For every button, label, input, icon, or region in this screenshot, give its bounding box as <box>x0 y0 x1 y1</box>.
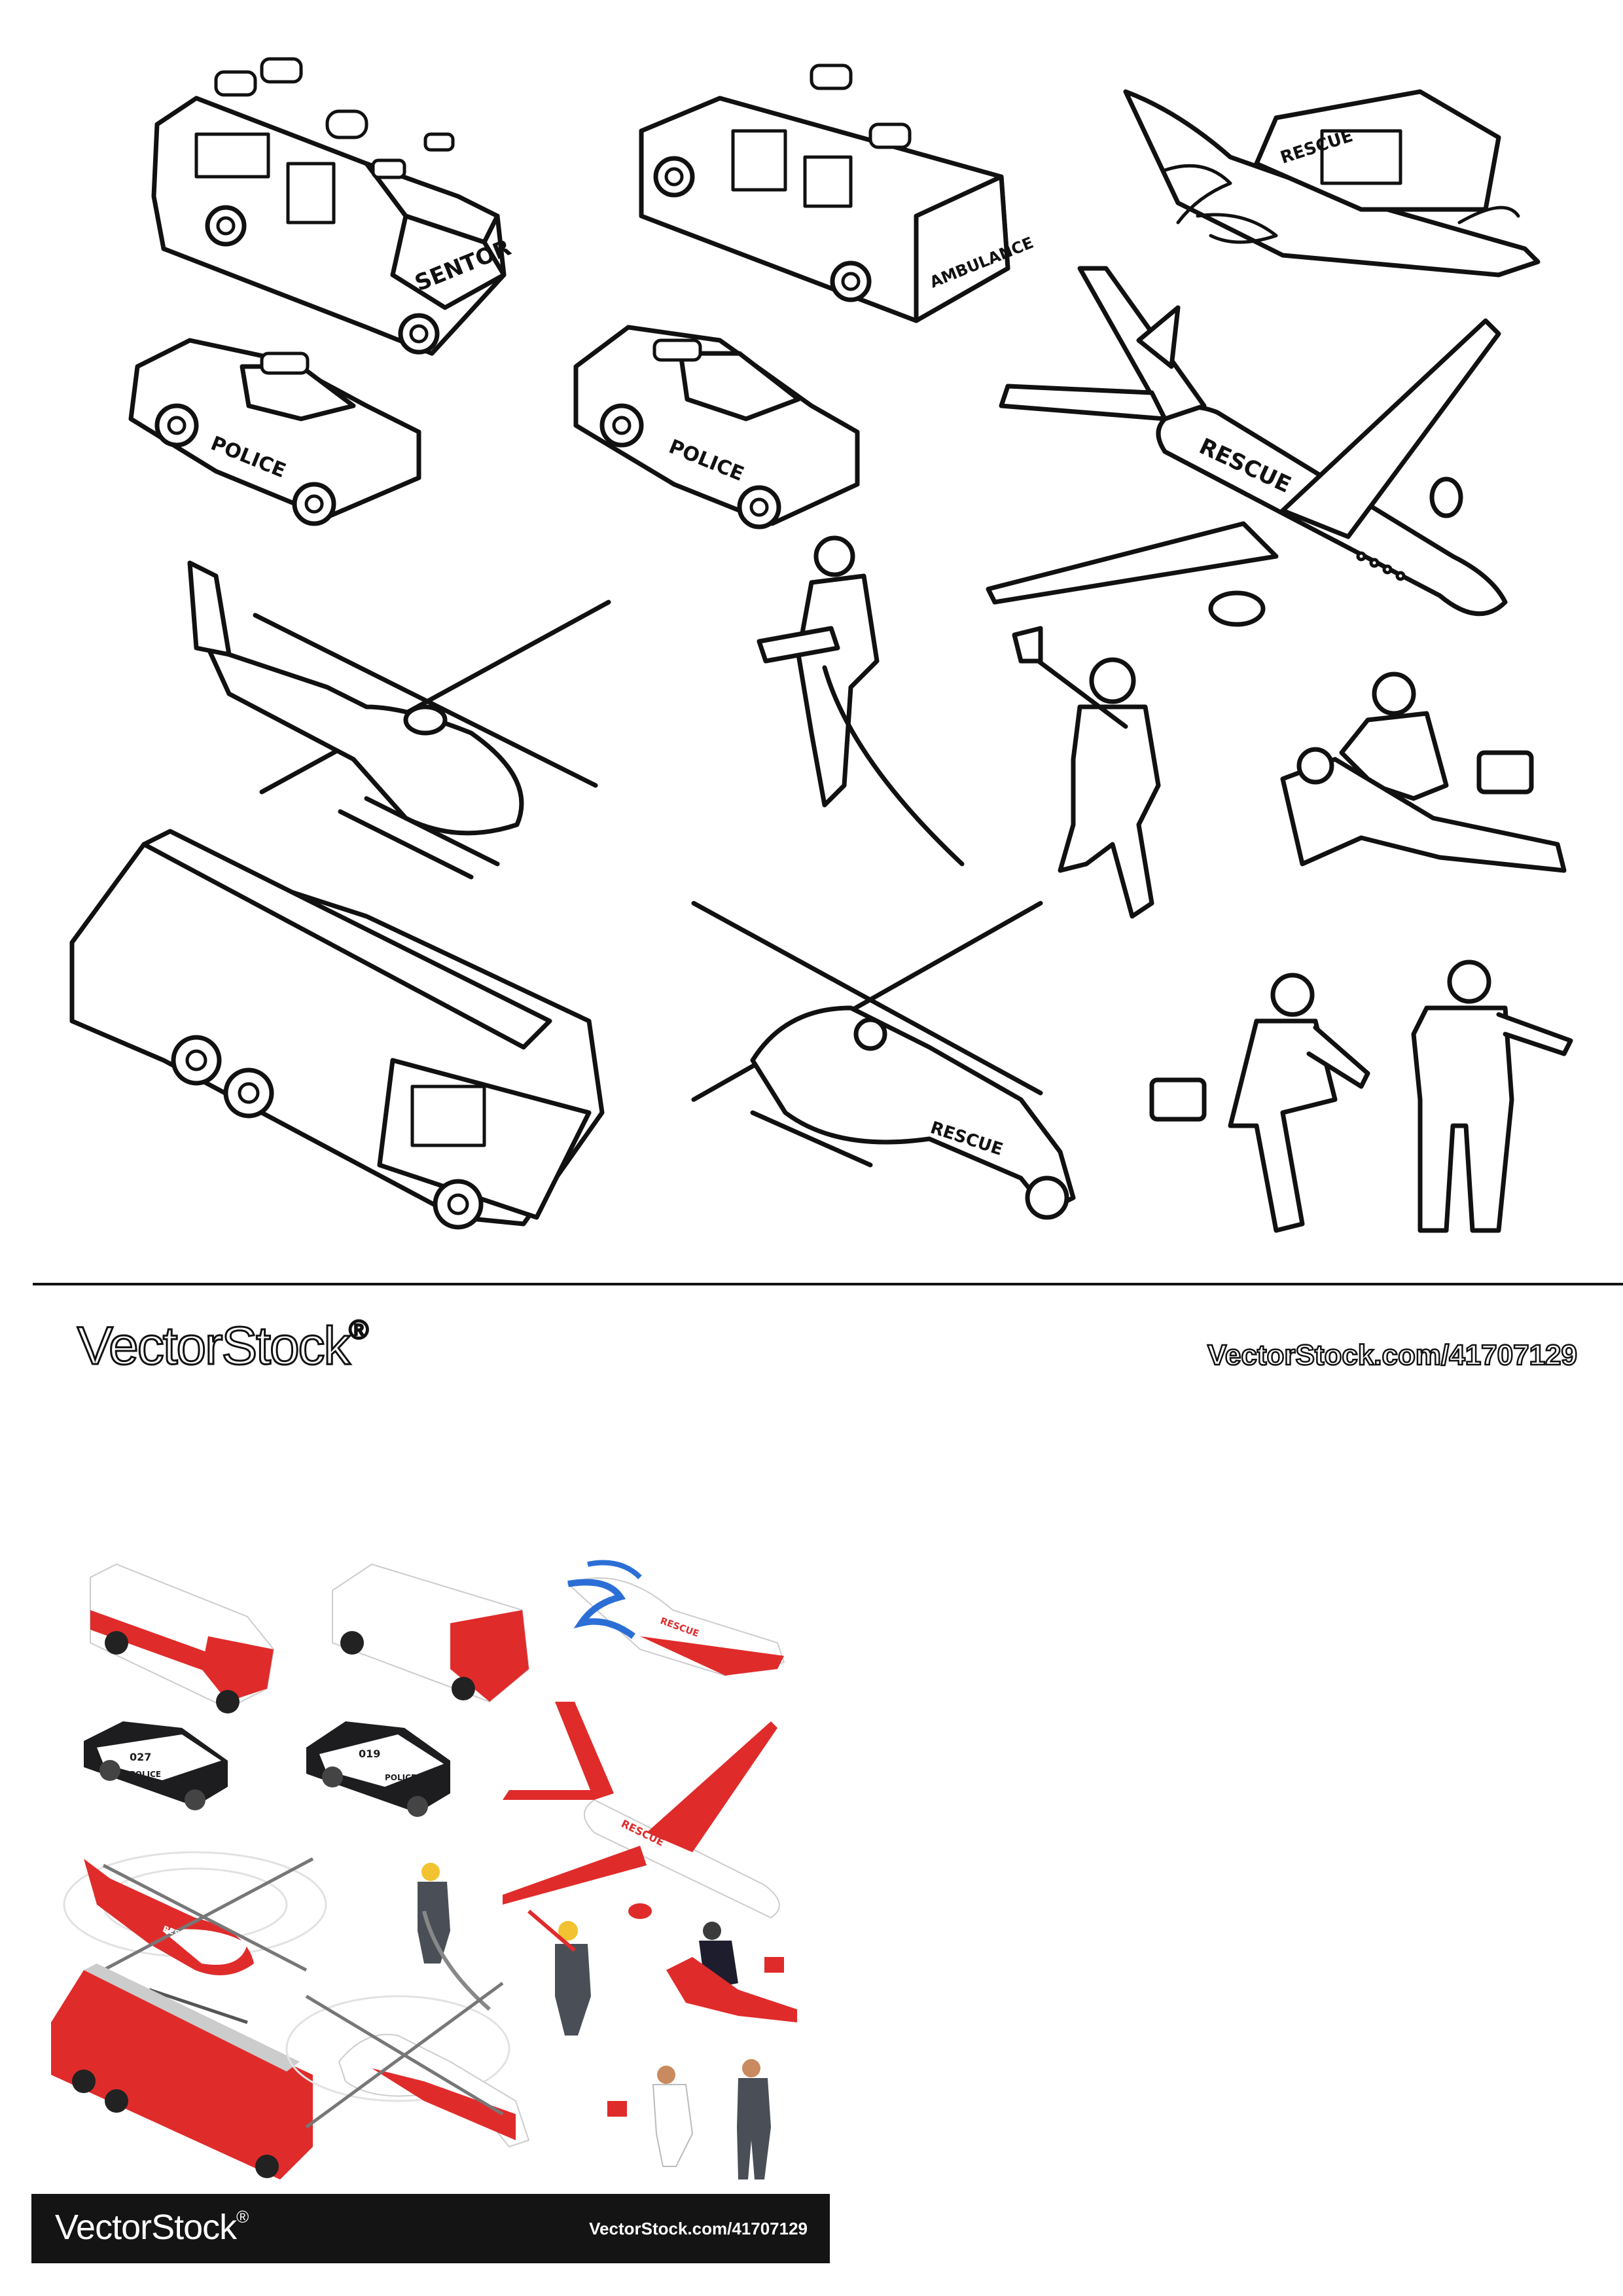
vectorstock-logo: VectorStock® <box>77 1315 370 1377</box>
ambulance-outline-back: AMBULANCE <box>639 63 1036 323</box>
ambulance-outline-front: SENTOR <box>151 57 515 356</box>
preview-police-car-1: 027 POLICE <box>84 1721 228 1810</box>
preview-doctor <box>607 2066 694 2167</box>
sheet-divider <box>33 1283 1623 1285</box>
rescue-boat-outline: RESCUE <box>1123 89 1541 278</box>
banner-logo: VectorStock® <box>55 2207 249 2248</box>
preview-ambulance-2 <box>332 1563 530 1703</box>
doctor-outline <box>1149 973 1370 1233</box>
color-preview-illustration: RESCUE 027 POLICE 019 POLICE RESCUE RESC… <box>31 1538 830 2193</box>
preview-fire-truck <box>51 1964 313 2179</box>
preview-rescue-airplane: RESCUE <box>503 1702 780 1919</box>
preview-vectorstock-banner: VectorStock® VectorStock.com/41707129 <box>31 2194 830 2263</box>
helicopter-outline-1 <box>187 560 611 880</box>
preview-rescue-boat: RESCUE <box>567 1560 785 1677</box>
preview-firefighter-hose <box>418 1863 491 2011</box>
outline-illustration-sheet: SENTOR AMBULANCE RESCUE POLICE <box>69 57 1573 1233</box>
firefighter-hose-outline <box>757 535 965 867</box>
banner-registered-mark: ® <box>236 2207 249 2227</box>
rescue-airplane-outline: RESCUE <box>986 266 1508 627</box>
firefighter-axe-outline <box>1012 626 1161 919</box>
preview-ambulance-1 <box>90 1563 275 1713</box>
preview-police-1-label: POLICE <box>130 1770 161 1779</box>
preview-firefighter-axe <box>527 1909 591 2036</box>
preview-police-officer <box>737 2059 771 2179</box>
preview-helicopter-1: RESCUE <box>63 1851 327 2024</box>
vectorstock-logo-text: VectorStock <box>77 1316 352 1377</box>
vectorstock-registered-mark: ® <box>348 1315 370 1346</box>
vectorstock-url: VectorStock.com/41707129 <box>1207 1338 1578 1372</box>
helicopter-outline-2: RESCUE <box>691 901 1076 1220</box>
police-car-outline-1: POLICE <box>128 338 421 526</box>
police-officer-outline <box>1411 960 1573 1233</box>
preview-helicopter-2 <box>285 1981 530 2148</box>
banner-url: VectorStock.com/41707129 <box>589 2219 808 2238</box>
fire-truck-outline <box>69 829 605 1230</box>
preview-paramedic-victim <box>666 1922 797 2022</box>
preview-police-2-label: POLICE <box>385 1773 416 1782</box>
paramedic-victim-outline <box>1280 672 1567 873</box>
preview-police-car-2: 019 POLICE <box>306 1721 450 1817</box>
preview-car-number-1: 027 <box>130 1751 151 1763</box>
preview-car-number-2: 019 <box>359 1748 380 1760</box>
banner-logo-text: VectorStock <box>55 2208 237 2247</box>
police-car-outline-2: POLICE <box>573 325 860 529</box>
